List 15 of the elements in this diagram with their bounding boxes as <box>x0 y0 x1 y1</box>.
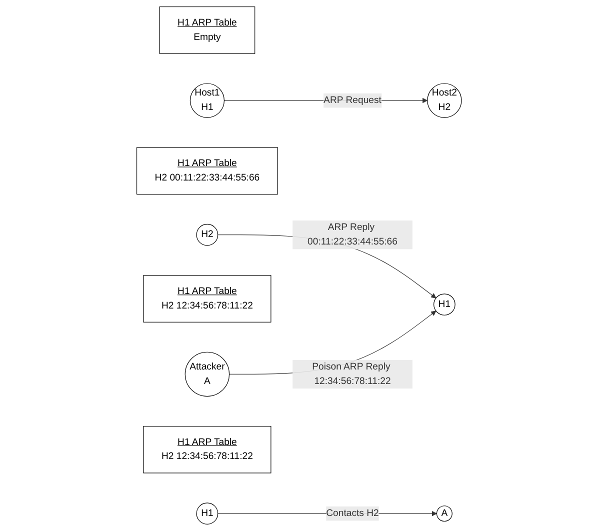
node-box: H1 ARP Table H2 12:34:56:78:11:22 <box>144 275 272 322</box>
edge-label: ARP Reply 00:11:22:33:44:55:66 <box>308 222 398 247</box>
edge-label: Contacts H2 <box>326 508 380 518</box>
node-circle: Host2 H2 <box>428 83 462 118</box>
edge-label: Poison ARP Reply 12:34:56:78:11:22 <box>312 362 392 386</box>
node-circle: A <box>436 506 453 522</box>
node-circle: H1 <box>434 294 456 316</box>
node-circle: H1 <box>196 502 218 524</box>
node-circle: H2 <box>196 224 218 246</box>
node-circle: Host1 H1 <box>190 83 225 118</box>
edge-label: ARP Request <box>324 95 382 106</box>
node-box: H1 ARP Table H2 12:34:56:78:11:22 <box>144 426 272 474</box>
node-box: H1 ARP Table H2 00:11:22:33:44:55:66 <box>136 147 278 195</box>
node-box: H1 ARP Table Empty <box>160 6 256 54</box>
node-circle: Attacker A <box>185 352 230 397</box>
